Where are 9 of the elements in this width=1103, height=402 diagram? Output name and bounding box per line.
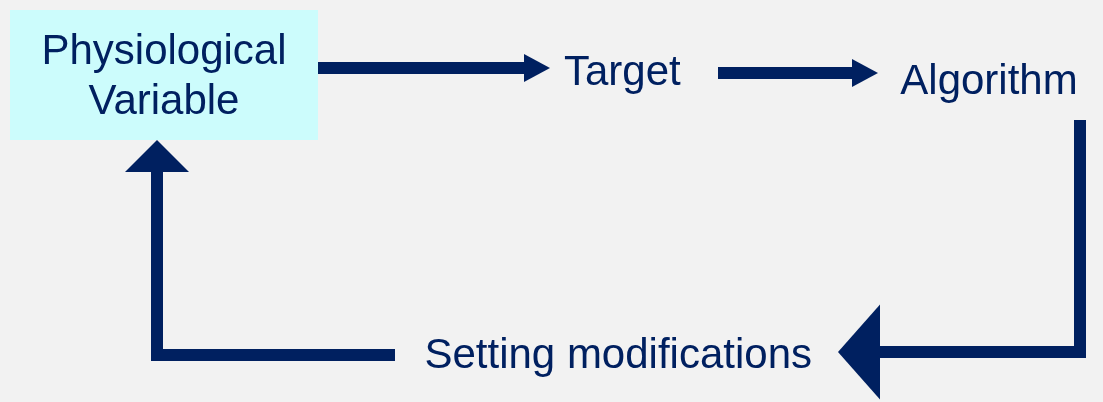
arrow — [318, 54, 550, 82]
node-label: Algorithm — [900, 54, 1078, 105]
node-label: Setting modifications — [424, 328, 812, 379]
arrow — [838, 120, 1086, 400]
arrow — [718, 59, 878, 87]
arrow — [125, 140, 395, 361]
process-box — [10, 10, 318, 140]
node-label: Target — [564, 45, 681, 96]
node-label: Physiological Variable — [40, 24, 288, 125]
